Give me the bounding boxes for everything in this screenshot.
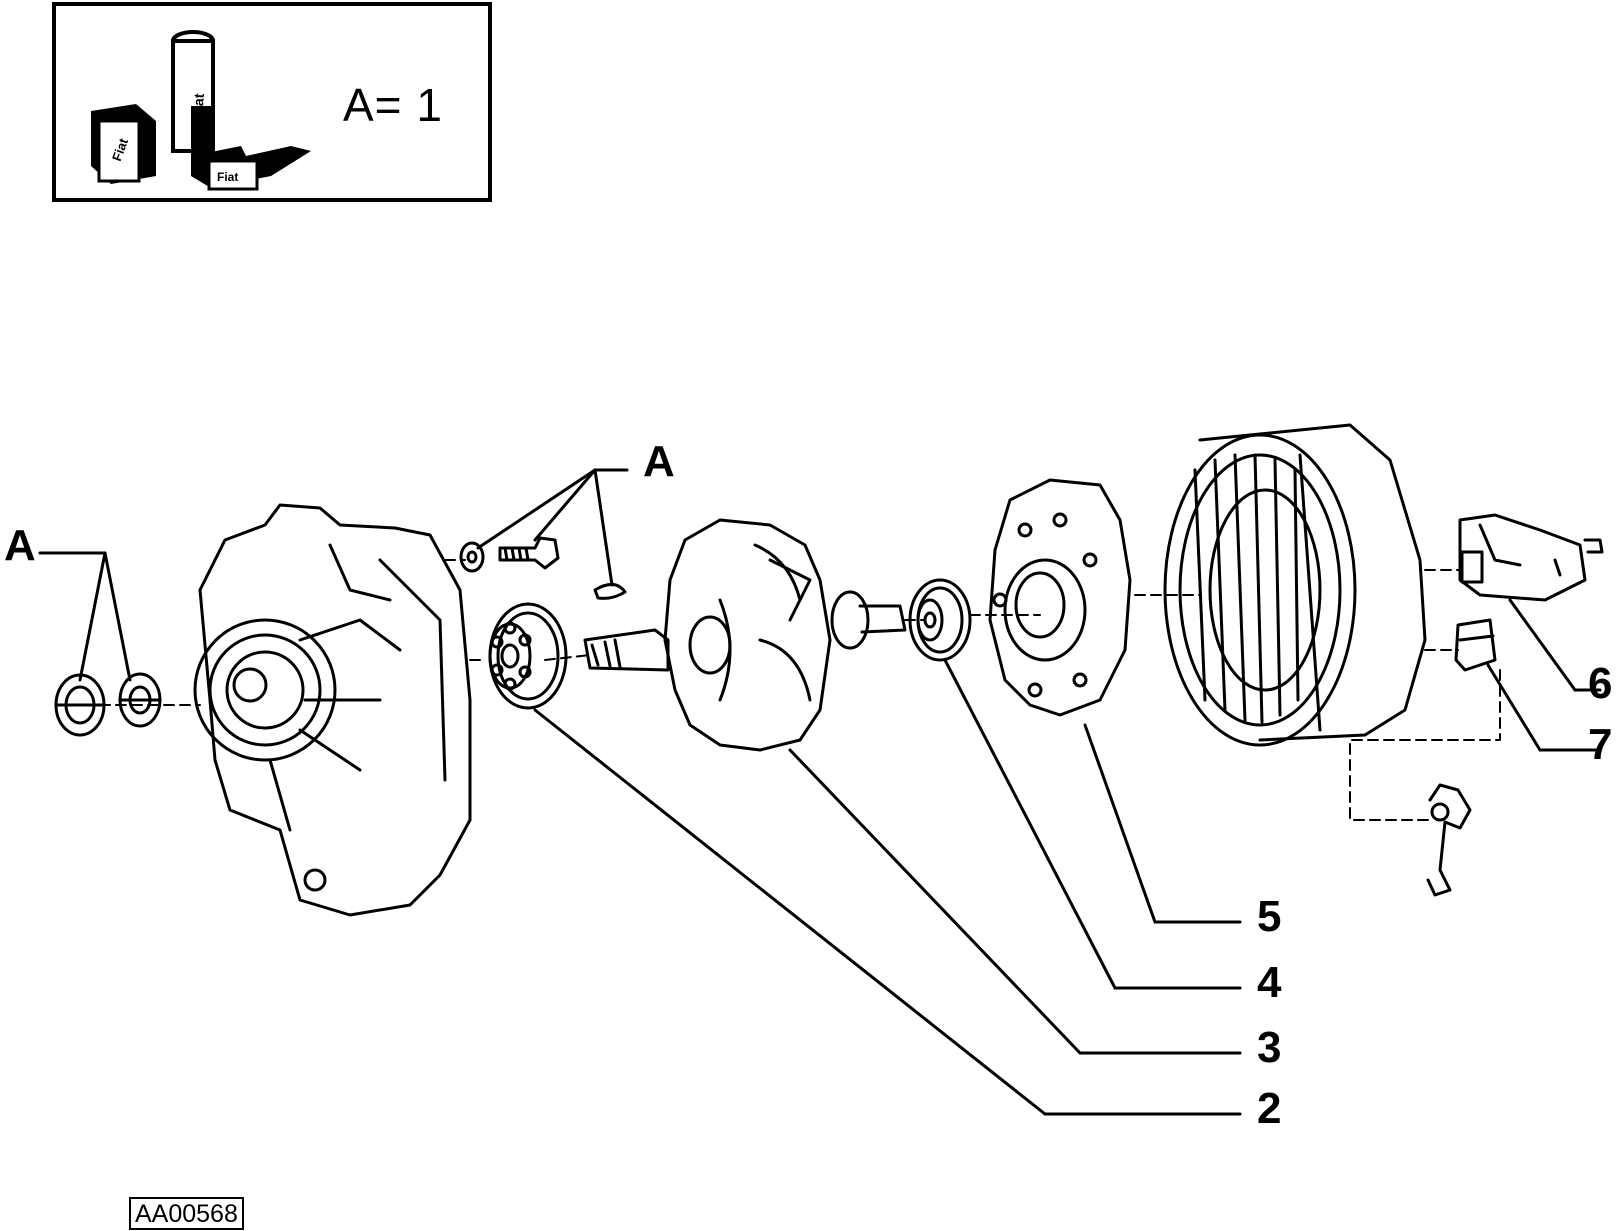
- callout-a-top: A: [643, 437, 675, 486]
- callout-6: 6: [1588, 659, 1613, 708]
- regulator-part: [1458, 513, 1604, 602]
- nut-part: [54, 673, 106, 737]
- front-housing-part: [193, 503, 472, 917]
- callout-4: 4: [1257, 958, 1282, 1007]
- brush-holder-part: [1454, 618, 1497, 672]
- tube-brand-label: Fiat: [189, 93, 207, 120]
- legend-box: Fiat Fiat Fiat A= 1: [52, 2, 492, 202]
- rear-bearing-part: [908, 578, 972, 662]
- sealant-tube-and-boxes-icon: Fiat Fiat Fiat: [91, 30, 311, 191]
- wire-connector-part: [1426, 783, 1472, 897]
- callout-2: 2: [1257, 1084, 1282, 1133]
- reference-code: AA00568: [129, 1197, 244, 1230]
- screw-part: [459, 536, 560, 573]
- rectifier-plate-part: [988, 478, 1132, 717]
- callout-a-left: A: [4, 521, 36, 570]
- rotor-part: [583, 518, 907, 752]
- box-brand-label: Fiat: [217, 170, 238, 184]
- callout-7: 7: [1588, 720, 1613, 769]
- callout-5: 5: [1257, 892, 1282, 941]
- callout-3: 3: [1257, 1023, 1282, 1072]
- stator-housing-part: [1163, 423, 1427, 747]
- front-bearing-part: [488, 602, 568, 710]
- spring-washer-part: [118, 672, 162, 728]
- legend-quantity-text: A= 1: [343, 79, 443, 131]
- assembly-axis-lines: [99, 559, 1501, 821]
- leader-lines: [38, 468, 1602, 1116]
- key-part: [593, 583, 627, 600]
